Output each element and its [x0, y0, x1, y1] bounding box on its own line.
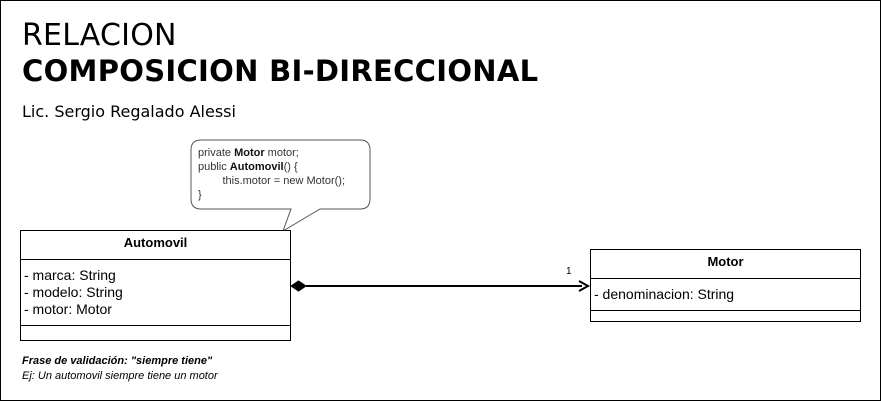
validation-phrase: Frase de validación: "siempre tiene" — [22, 355, 213, 367]
composition-diamond — [290, 280, 307, 292]
code-callout-bubble — [190, 139, 371, 233]
class-automovil-name: Automovil — [21, 231, 290, 260]
title-relacion: RELACION — [22, 18, 177, 53]
title-composicion: COMPOSICION BI-DIRECCIONAL — [22, 54, 539, 88]
attribute-modelo: - modelo: String — [24, 284, 123, 300]
class-motor[interactable]: Motor - denominacion: String — [590, 249, 861, 322]
class-motor-name: Motor — [591, 250, 860, 279]
navigation-arrowhead — [578, 280, 591, 292]
attribute-motor: - motor: Motor — [24, 301, 112, 317]
class-motor-attributes: - denominacion: String — [591, 279, 860, 311]
validation-note: Frase de validación: "siempre tiene" Ej:… — [22, 354, 218, 384]
multiplicity-label: 1 — [566, 266, 572, 277]
code-line-3: this.motor = new Motor(); — [198, 175, 346, 187]
code-line-4: } — [198, 189, 202, 201]
attribute-denominacion: - denominacion: String — [594, 286, 735, 302]
author-name: Lic. Sergio Regalado Alessi — [22, 102, 236, 121]
code-line-2: public Automovil() { — [198, 161, 298, 173]
attribute-marca: - marca: String — [24, 267, 116, 283]
code-line-1: private Motor motor; — [198, 147, 299, 159]
code-note: private Motor motor; public Automovil() … — [198, 146, 345, 202]
validation-example: Ej: Un automovil siempre tiene un motor — [22, 370, 218, 382]
class-automovil[interactable]: Automovil - marca: String - modelo: Stri… — [20, 230, 291, 341]
class-automovil-attributes: - marca: String - modelo: String - motor… — [21, 260, 290, 326]
